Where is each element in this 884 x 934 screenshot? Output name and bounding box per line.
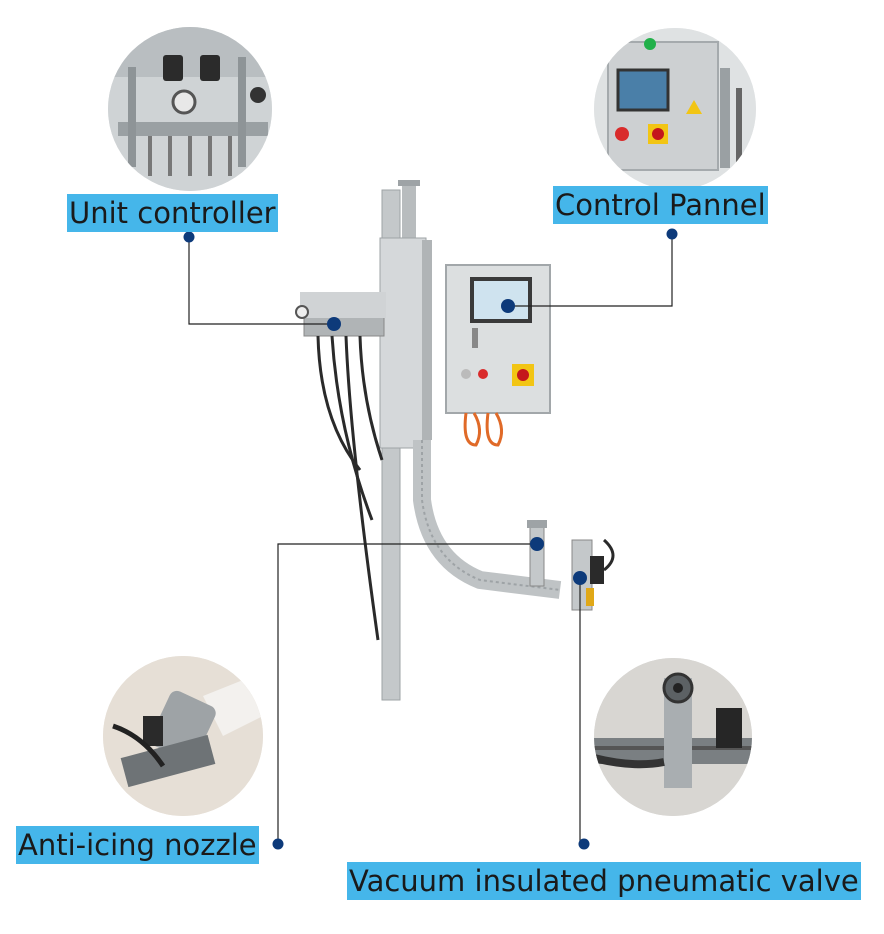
marker-unit-controller (183, 231, 195, 243)
marker-control-panel (666, 228, 678, 240)
marker-unit-controller-target (327, 317, 341, 331)
marker-anti-icing-target (530, 537, 544, 551)
anti-icing-nozzle-photo (103, 656, 263, 816)
vacuum-valve-label: Vacuum insulated pneumatic valve (347, 862, 861, 900)
marker-control-panel-target (501, 299, 515, 313)
marker-anti-icing (272, 838, 284, 850)
anti-icing-nozzle-label: Anti-icing nozzle (16, 826, 259, 864)
unit-controller-label: Unit controller (67, 194, 278, 232)
vacuum-valve-photo (594, 658, 752, 816)
marker-valve-target (573, 571, 587, 585)
control-panel-photo (594, 28, 756, 190)
control-panel-label: Control Pannel (553, 186, 768, 224)
unit-controller-photo (108, 27, 272, 191)
marker-valve (578, 838, 590, 850)
